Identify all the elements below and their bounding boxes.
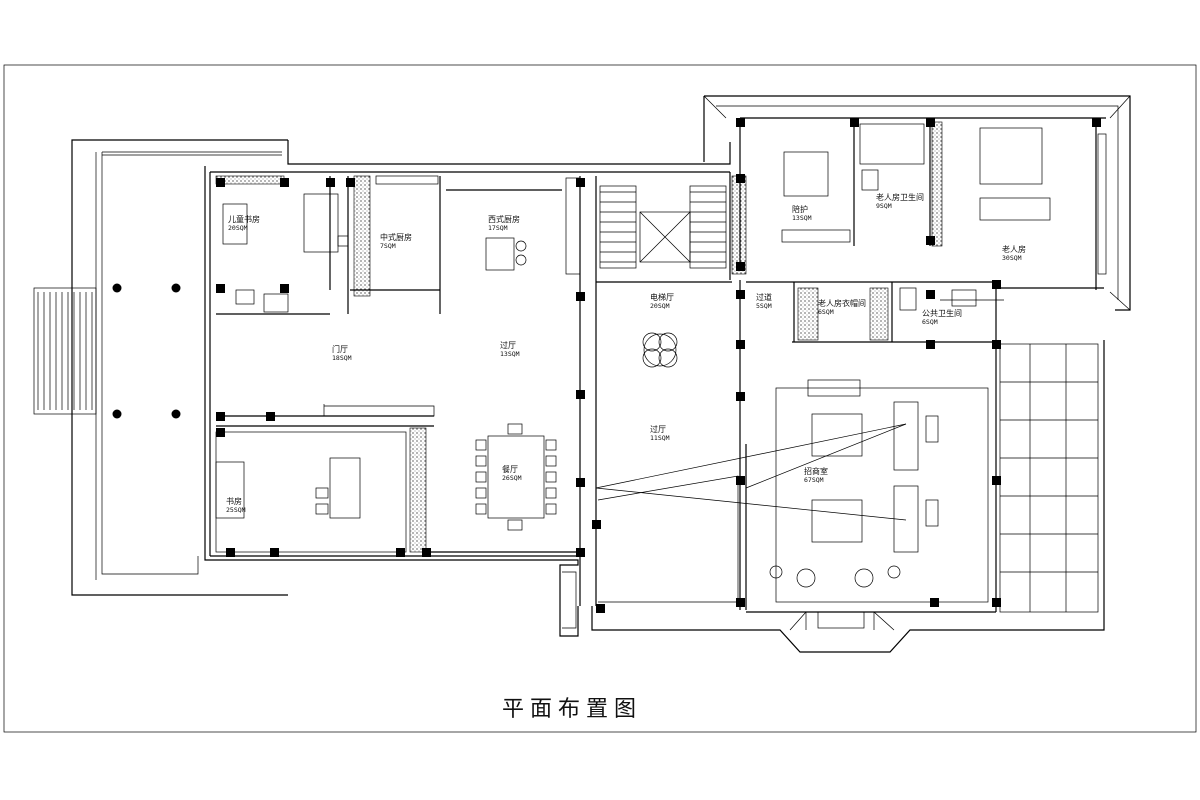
room-name-foyer: 门厅 xyxy=(332,344,348,354)
column-27 xyxy=(736,340,745,349)
column-18 xyxy=(596,604,605,613)
bed xyxy=(783,151,829,197)
column-19 xyxy=(592,520,601,529)
interior-walls xyxy=(209,117,1107,613)
column-15 xyxy=(576,390,585,399)
column-12 xyxy=(422,548,431,557)
structural-columns xyxy=(216,118,1101,613)
column-25 xyxy=(736,262,745,271)
tea-table xyxy=(811,413,863,457)
desk xyxy=(303,193,339,253)
column-32 xyxy=(926,290,935,299)
column-8 xyxy=(216,428,225,437)
dining-table xyxy=(487,435,545,519)
room-name-children-study: 儿童书房 xyxy=(228,214,260,224)
column-14 xyxy=(576,292,585,301)
room-area-study: 25SQM xyxy=(226,506,246,514)
building-outline xyxy=(71,95,1131,653)
room-name-public-bathroom: 公共卫生间 xyxy=(922,308,962,318)
room-name-passage: 过道 xyxy=(756,292,772,302)
room-labels: 儿童书房20SQM中式厨房7SQM西式厨房17SQM门厅18SQM过厅13SQM… xyxy=(226,192,1026,514)
column-38 xyxy=(930,598,939,607)
room-area-foyer: 18SQM xyxy=(332,354,352,362)
tea-table xyxy=(811,499,863,543)
bed xyxy=(222,203,248,245)
column-28 xyxy=(736,392,745,401)
column-35 xyxy=(992,340,1001,349)
column-2 xyxy=(216,284,225,293)
room-area-reception: 67SQM xyxy=(804,476,824,484)
column-10 xyxy=(270,548,279,557)
column-34 xyxy=(992,280,1001,289)
room-area-children-study: 20SQM xyxy=(228,224,248,232)
column-37 xyxy=(992,598,1001,607)
column-21 xyxy=(850,118,859,127)
room-area-elder-closet: 6SQM xyxy=(818,308,834,316)
staircase xyxy=(600,191,726,263)
drawing-frame xyxy=(3,64,1197,733)
column-4 xyxy=(326,178,335,187)
room-name-elder-bathroom: 老人房卫生间 xyxy=(876,192,924,202)
terrace-columns xyxy=(112,283,181,419)
room-name-corridor-2: 过厅 xyxy=(650,424,666,434)
column-31 xyxy=(926,236,935,245)
column-6 xyxy=(216,412,225,421)
bed xyxy=(979,127,1043,185)
room-area-corridor-2: 11SQM xyxy=(650,434,670,442)
sunroom xyxy=(999,343,1099,613)
room-area-corridor-1: 13SQM xyxy=(500,350,520,358)
column-36 xyxy=(992,476,1001,485)
room-name-corridor-1: 过厅 xyxy=(500,340,516,350)
room-area-elevator-hall: 20SQM xyxy=(650,302,670,310)
column-20 xyxy=(736,118,745,127)
entrance-steps xyxy=(33,287,97,415)
plan-caption: 平面布置图 xyxy=(502,697,642,722)
room-name-chinese-kitchen: 中式厨房 xyxy=(380,232,412,242)
column-23 xyxy=(1092,118,1101,127)
room-area-western-kitchen: 17SQM xyxy=(488,224,508,232)
column-5 xyxy=(346,178,355,187)
plant xyxy=(642,332,678,368)
column-9 xyxy=(226,548,235,557)
room-name-elder-closet: 老人房衣帽间 xyxy=(818,298,866,308)
room-area-chinese-kitchen: 7SQM xyxy=(380,242,396,250)
room-area-elder-room: 30SQM xyxy=(1002,254,1022,262)
column-1 xyxy=(280,178,289,187)
sofa xyxy=(215,461,245,519)
column-11 xyxy=(396,548,405,557)
study-desk xyxy=(329,457,361,519)
column-16 xyxy=(576,478,585,487)
room-name-reception: 招商室 xyxy=(804,466,828,476)
column-3 xyxy=(280,284,289,293)
kitchen-island xyxy=(485,237,515,271)
column-26 xyxy=(736,290,745,299)
column-29 xyxy=(736,476,745,485)
room-name-western-kitchen: 西式厨房 xyxy=(488,214,520,224)
column-7 xyxy=(266,412,275,421)
column-22 xyxy=(926,118,935,127)
column-0 xyxy=(216,178,225,187)
column-17 xyxy=(576,548,585,557)
room-name-study: 书房 xyxy=(226,496,242,506)
room-name-elevator-hall: 电梯厅 xyxy=(650,292,674,302)
room-area-public-bathroom: 6SQM xyxy=(922,318,938,326)
column-33 xyxy=(926,340,935,349)
room-area-nanny-room: 13SQM xyxy=(792,214,812,222)
column-13 xyxy=(576,178,585,187)
room-area-dining: 26SQM xyxy=(502,474,522,482)
room-area-elder-bathroom: 9SQM xyxy=(876,202,892,210)
room-name-elder-room: 老人房 xyxy=(1002,244,1026,254)
sofa xyxy=(893,401,919,471)
room-name-dining: 餐厅 xyxy=(502,465,518,474)
reception-area xyxy=(775,387,989,603)
room-name-nanny-room: 陪护 xyxy=(792,204,808,214)
column-24 xyxy=(736,174,745,183)
room-area-passage: 5SQM xyxy=(756,302,772,310)
furniture xyxy=(215,123,1099,613)
column-30 xyxy=(736,598,745,607)
